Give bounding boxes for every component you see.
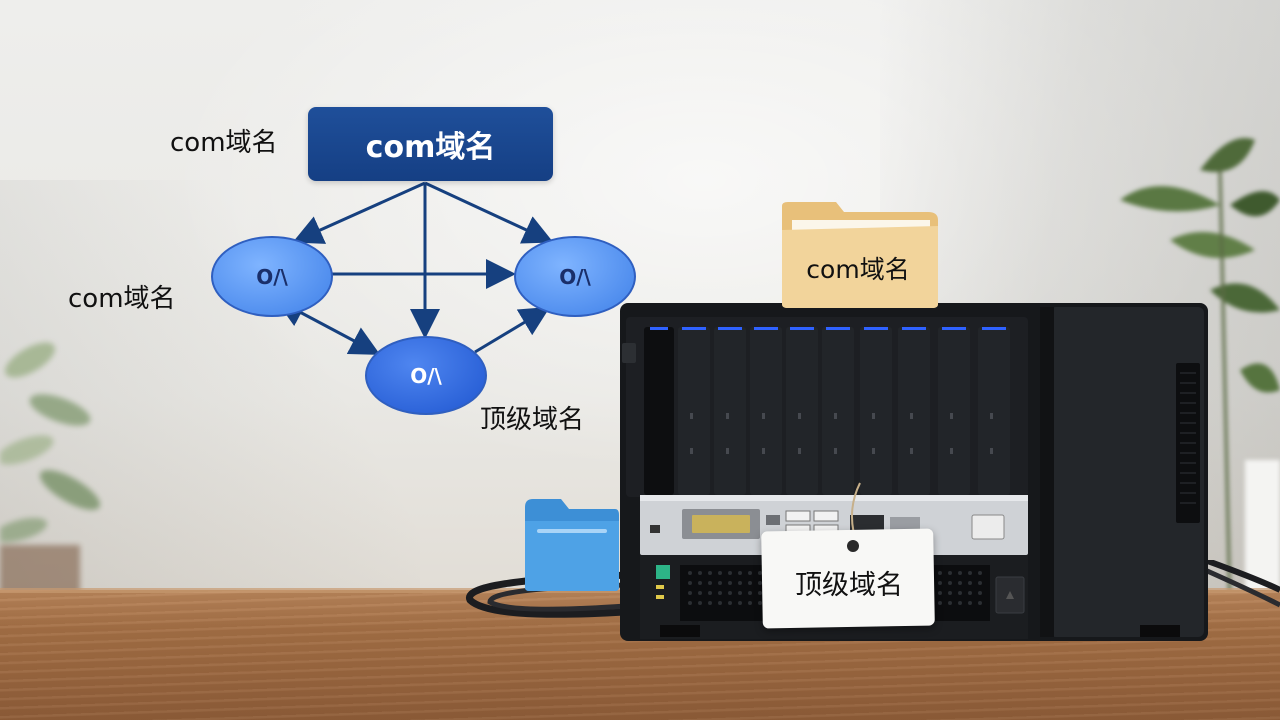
node-right: O/\ [514, 236, 636, 317]
arrow-root-left [292, 181, 426, 244]
arrow-bottom-right [474, 306, 551, 354]
wall-shadow-left [0, 180, 420, 600]
node-left: O/\ [211, 236, 333, 317]
tag-hole [847, 540, 859, 552]
node-right-label: O/\ [559, 264, 591, 289]
server-nas [620, 303, 1208, 641]
root-domain-box: com域名 [308, 107, 553, 181]
cable [465, 560, 1280, 618]
blue-folder-icon [525, 499, 619, 591]
node-bottom-label: O/\ [410, 363, 442, 388]
node-left-label: O/\ [256, 264, 288, 289]
arrow-root-right [424, 181, 554, 244]
node-bottom: O/\ [365, 336, 487, 415]
root-domain-label: com域名 [365, 130, 496, 165]
bottom-side-label: 顶级域名 [480, 405, 585, 435]
left-side-label: com域名 [68, 284, 176, 314]
arrow-left-bottom [274, 298, 381, 355]
server-tag-label: 顶级域名 [795, 570, 903, 601]
root-side-label: com域名 [170, 128, 278, 158]
tan-folder-label: com域名 [806, 255, 910, 284]
plant-right [1120, 138, 1280, 610]
tan-folder-icon [782, 202, 938, 308]
